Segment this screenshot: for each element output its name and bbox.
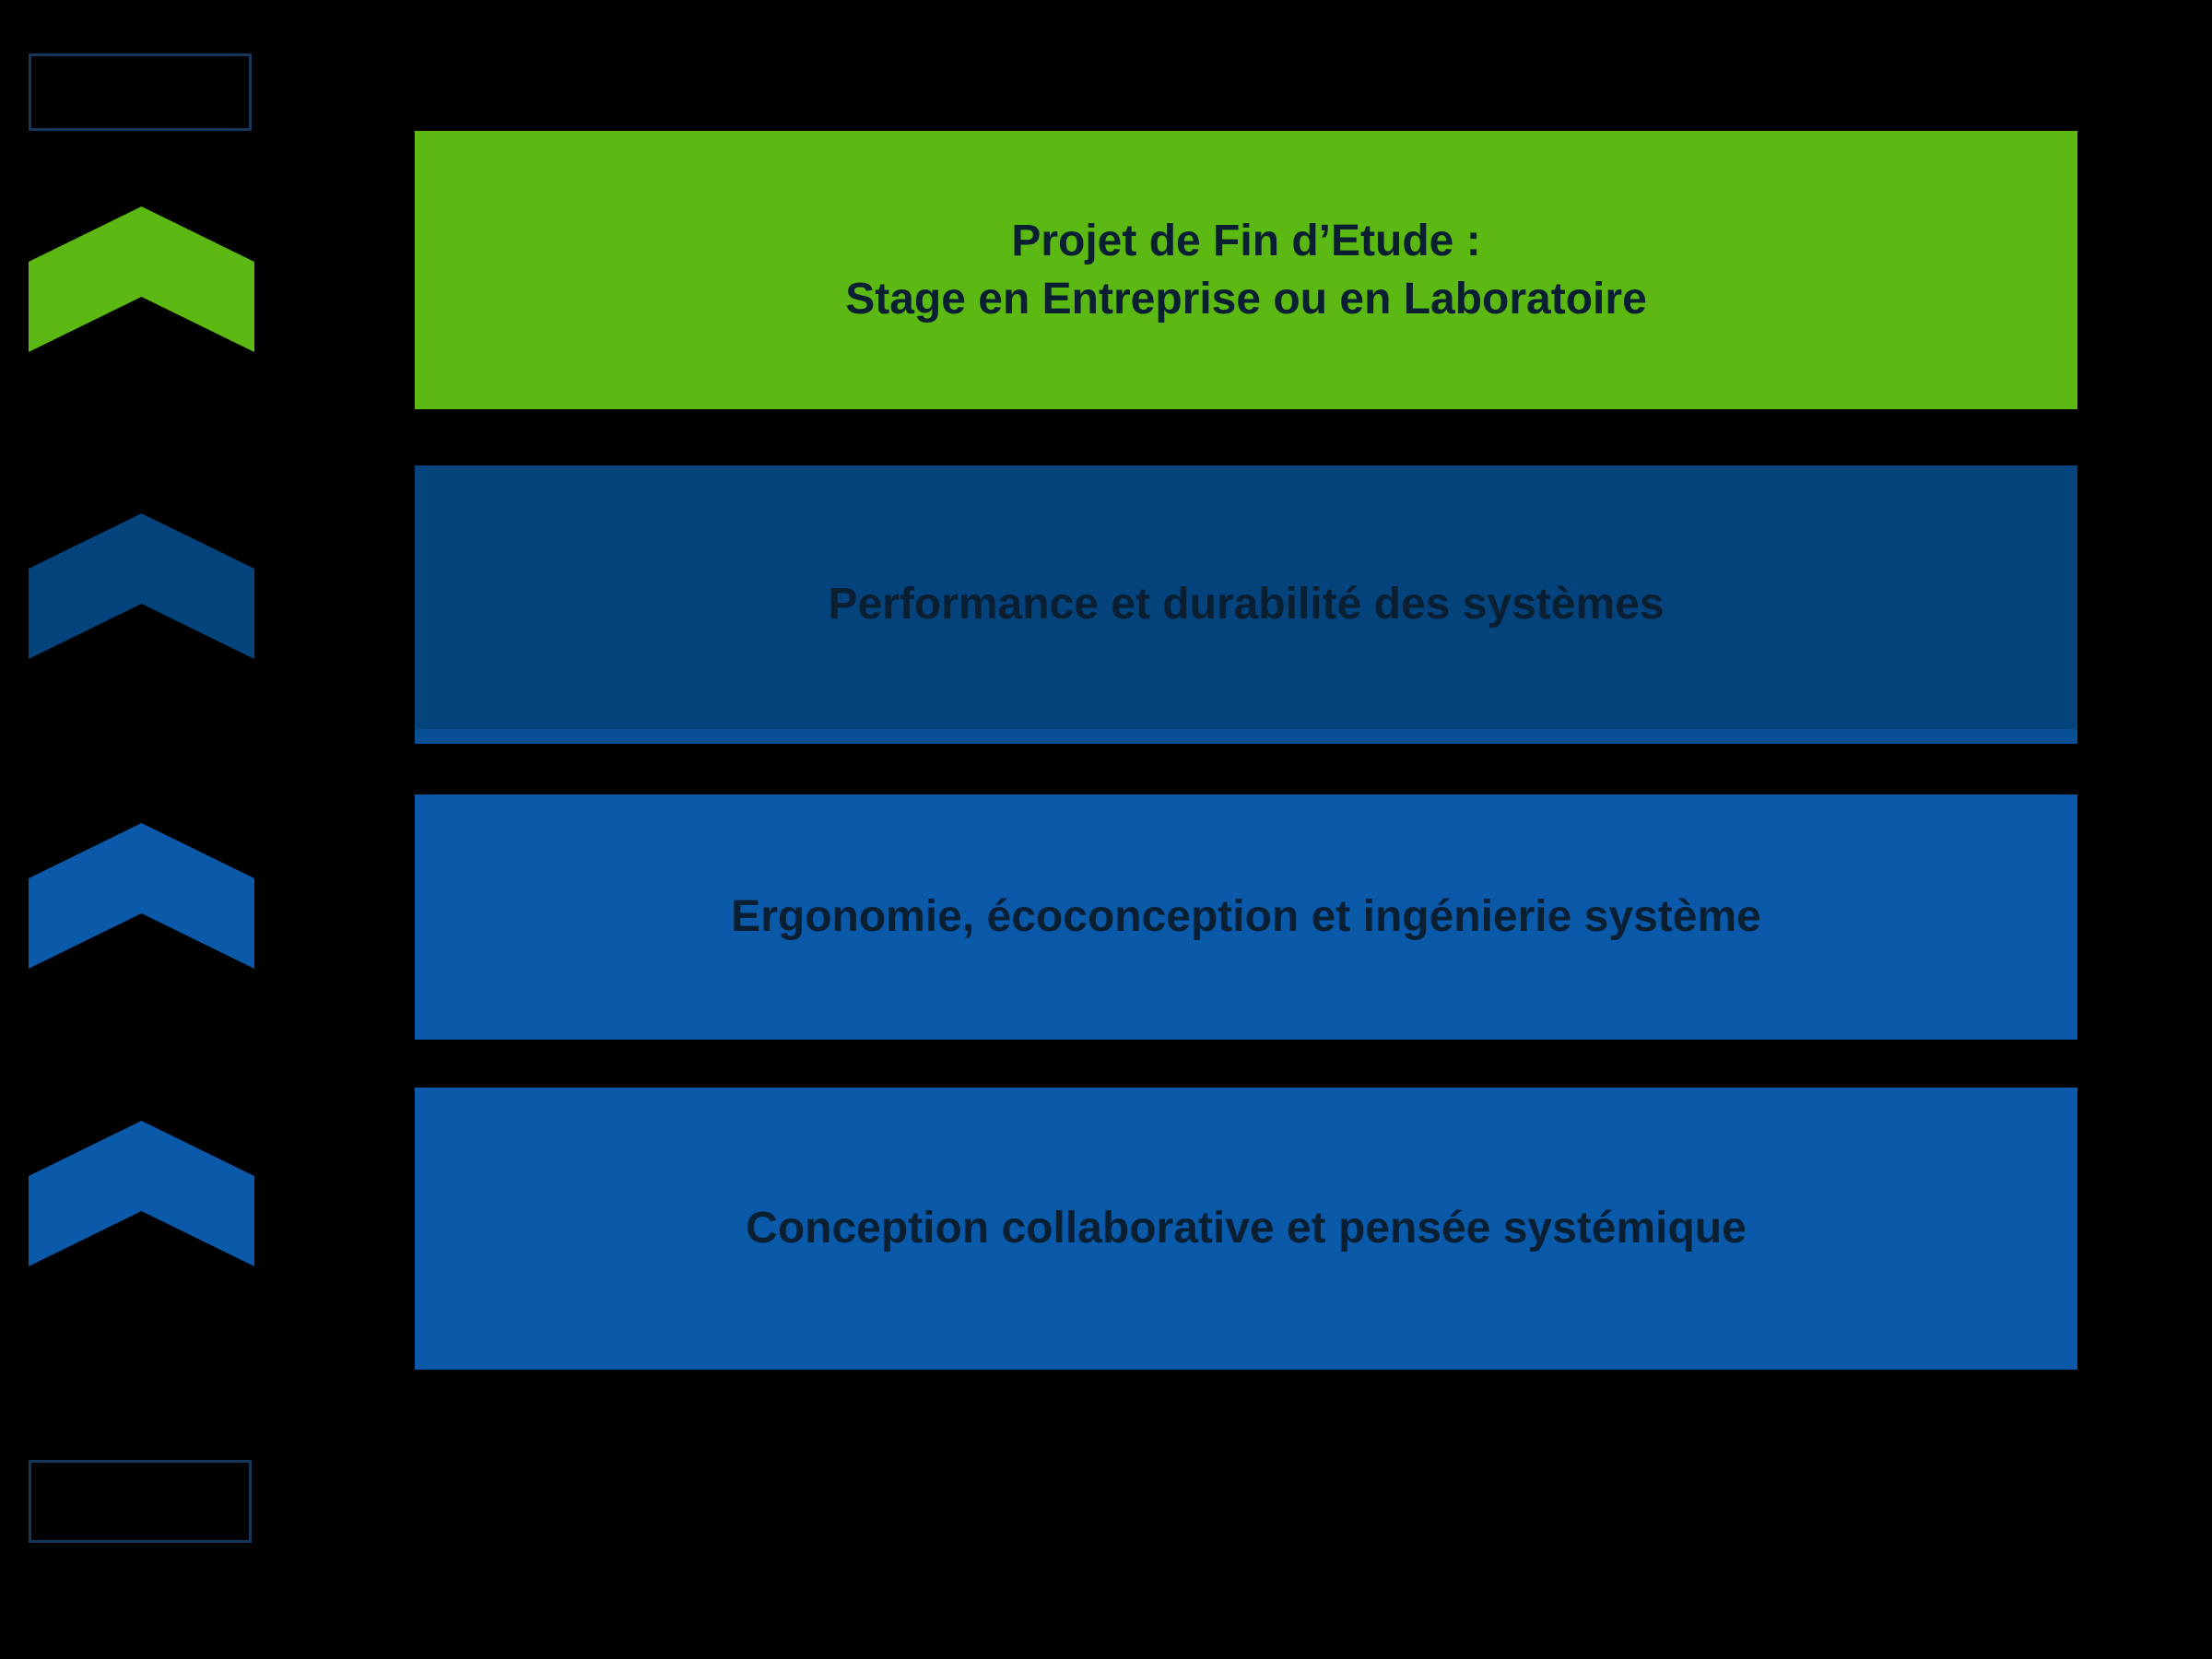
chevron-up-icon [29,513,254,659]
chevron-up-icon [29,823,254,969]
chevron-up-icon [29,206,254,352]
bar-title-line: Conception collaborative et pensée systé… [746,1204,1747,1253]
bar-ergonomie-ecoconception: Ergonomie, écoconception et ingénierie s… [415,794,2077,1040]
bar-title-line: Ergonomie, écoconception et ingénierie s… [731,892,1761,942]
top-left-outline-box [29,53,252,131]
bar-title-line: Stage en Entreprise ou en Laboratoire [845,275,1647,324]
bar-conception-collaborative: Conception collaborative et pensée systé… [415,1088,2077,1370]
bar-title-line: Projet de Fin d’Etude : [1011,216,1481,265]
bar-projet-fin-etude: Projet de Fin d’Etude : Stage en Entrepr… [415,131,2077,409]
bottom-left-outline-box [29,1460,252,1543]
bar-performance-durabilite: Performance et durabilité des systèmes [415,465,2077,744]
bar-title-line: Performance et durabilité des systèmes [828,580,1665,629]
chevron-up-icon [29,1121,254,1266]
